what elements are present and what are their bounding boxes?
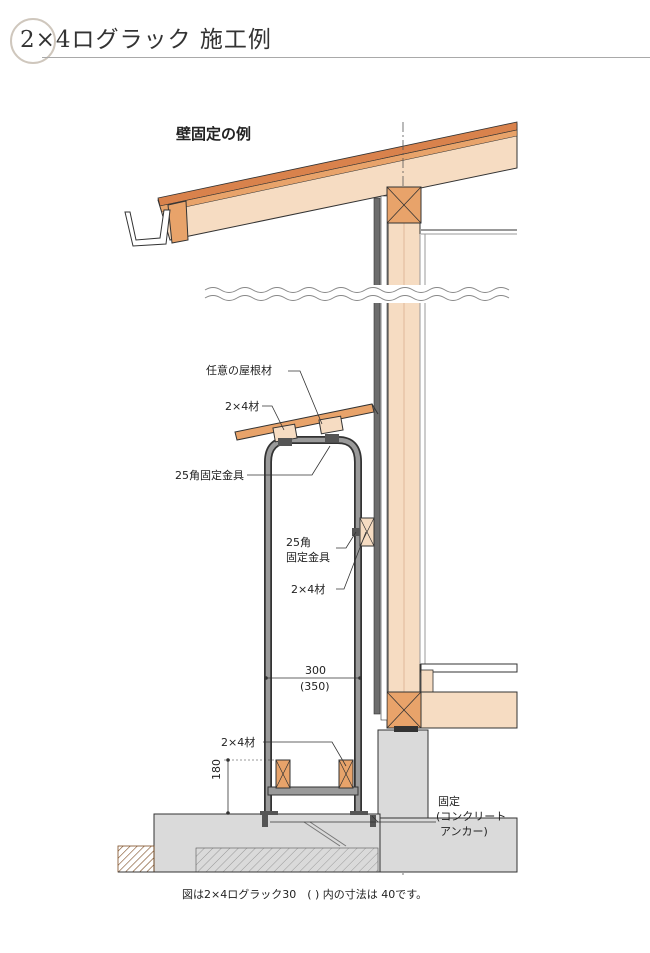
label-anchor-2: (コンクリート [436,810,507,823]
label-lumber-bottom: 2×4材 [221,736,256,749]
interior-wall [419,229,518,729]
house-foundation [377,726,518,873]
label-lumber-top: 2×4材 [225,400,260,413]
rack-bottom-lumber [275,759,354,789]
label-lumber-side: 2×4材 [291,583,326,596]
label-width-alt: (350) [300,680,330,693]
break-line [204,285,517,303]
house-roof [157,121,518,244]
leader-lines [247,370,436,823]
rain-gutter [124,209,171,247]
wall-post [386,186,422,729]
label-height-value: 180 [210,759,223,780]
header-divider [42,57,650,58]
height-dimension [224,758,274,815]
diagram-subtitle: 壁固定の例 [176,125,252,143]
rack-roof [234,403,379,446]
label-roof-material: 任意の屋根材 [206,364,272,377]
label-anchor-3: アンカー) [440,825,488,838]
label-bracket-top: 25角固定金具 [175,469,244,482]
page-title: 2×4ログラック 施工例 [20,27,272,53]
diagram-caption: 図は2×4ログラック30 ( ) 内の寸法は 40です。 [182,888,428,901]
label-bracket-side-2: 固定金具 [286,551,330,564]
label-width-value: 300 [305,664,326,677]
concrete-anchors [262,815,376,847]
soil-ground [117,845,155,873]
width-dimension [264,676,362,680]
wall-siding [373,197,381,715]
log-rack-frame [260,436,368,815]
header-circle-decoration [10,18,56,64]
label-anchor-1: 固定 [438,795,460,808]
page-header: 2×4ログラック 施工例 [0,0,650,70]
label-bracket-side-1: 25角 [286,536,311,549]
